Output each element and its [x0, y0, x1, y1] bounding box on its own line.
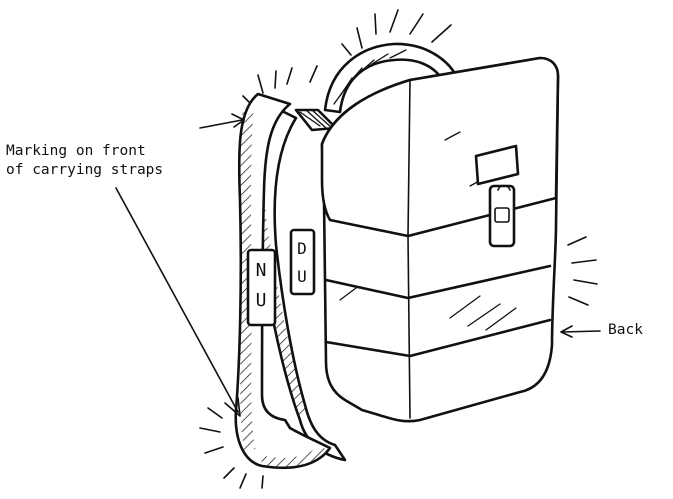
front-strap-label-line2: of carrying straps — [6, 162, 163, 178]
svg-text:D: D — [297, 239, 307, 258]
arrow-to-back — [562, 331, 600, 332]
svg-text:N: N — [256, 260, 267, 281]
pack-body — [322, 58, 558, 421]
svg-text:U: U — [256, 290, 267, 311]
arrow-to-strap-bottom — [116, 188, 238, 412]
front-strap-label-line1: Marking on front — [6, 143, 146, 159]
front-strap-label: Marking on front of carrying straps — [6, 142, 163, 180]
svg-text:U: U — [297, 267, 307, 286]
arrow-to-strap-top — [200, 120, 242, 128]
back-label: Back — [608, 321, 643, 340]
